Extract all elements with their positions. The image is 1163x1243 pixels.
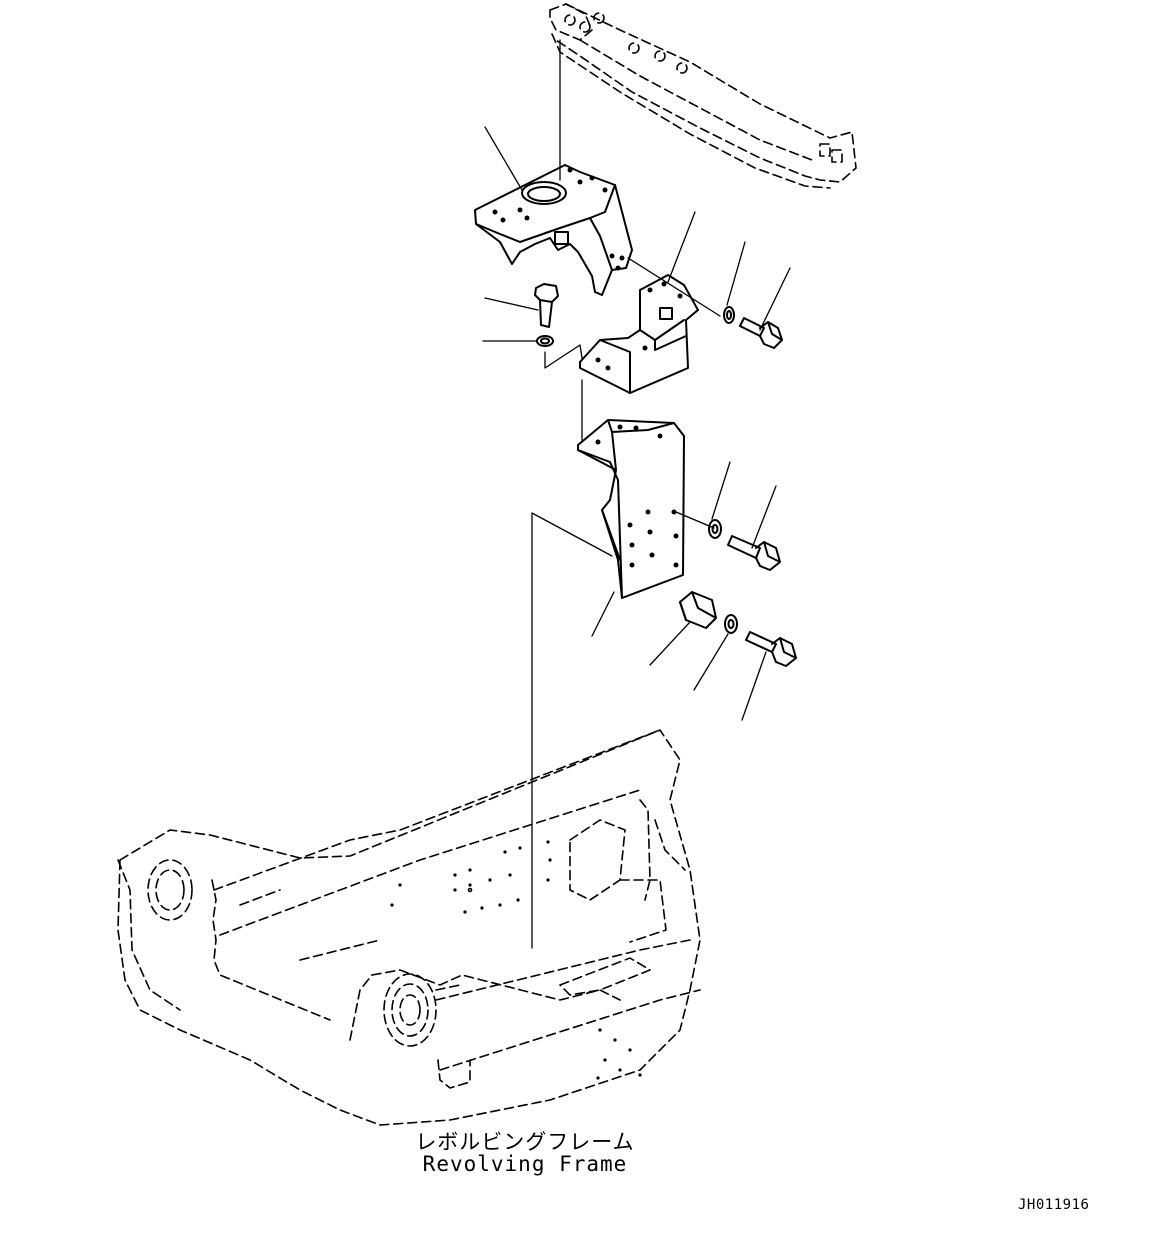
leader-bolt-lower [741, 651, 767, 721]
washer-upper-right [723, 306, 735, 324]
frame-label-japanese: レボルビングフレーム [415, 1130, 635, 1154]
washer-lower-right [724, 614, 738, 634]
bolt-upper-right [739, 317, 783, 349]
middle-bracket-part [579, 274, 699, 394]
small-bolt-left [534, 283, 559, 347]
leader-washer-middle [711, 461, 731, 520]
upper-rail-dashed [549, 3, 857, 189]
drawing-number: JH011916 [1018, 1197, 1090, 1213]
assembly-line-3 [627, 257, 721, 317]
frame-hole-pattern [390, 840, 642, 1080]
washer-middle-right [708, 519, 722, 539]
assembly-line-7 [675, 511, 715, 529]
leader-spacer [649, 621, 691, 666]
leader-bolt-upper [759, 267, 791, 331]
leader-washer-lower [693, 633, 729, 691]
lower-bracket-part [577, 419, 685, 599]
leader-middle-bracket [667, 211, 696, 283]
leader-upper-bracket [484, 126, 523, 191]
assembly-line-2 [544, 344, 583, 369]
frame-label-english: Revolving Frame [422, 1152, 628, 1176]
leader-lower-bracket [591, 591, 615, 637]
assembly-line-5 [531, 512, 613, 557]
leader-small-bolt [484, 297, 539, 311]
leader-washer-upper [726, 241, 746, 306]
revolving-frame-dashed [117, 729, 701, 1126]
leader-bolt-middle [751, 485, 777, 549]
bolt-middle-right [727, 535, 781, 571]
upper-bracket-part [474, 164, 633, 296]
spacer-bushing [679, 591, 717, 629]
bolt-lower-right [745, 631, 797, 667]
